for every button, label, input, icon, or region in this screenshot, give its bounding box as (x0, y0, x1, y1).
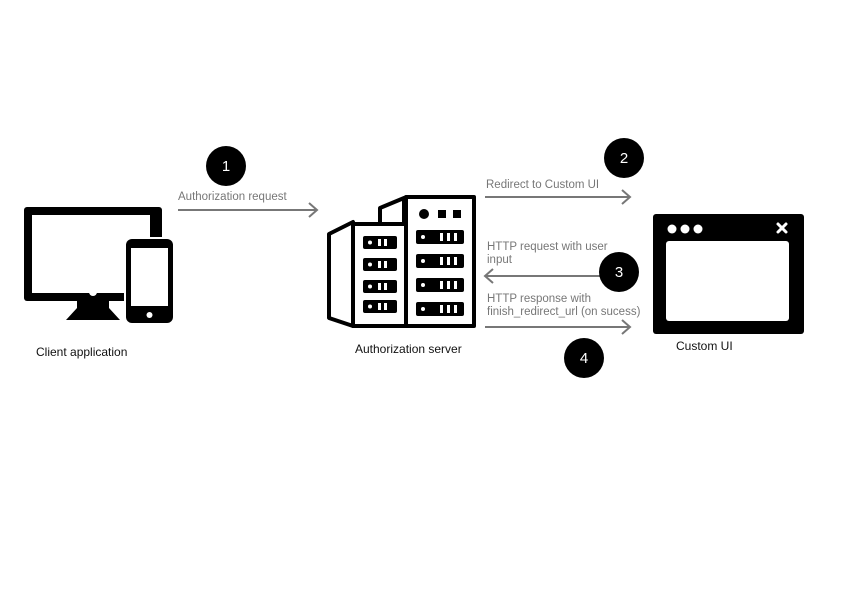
step-4-badge: 4 (564, 338, 604, 378)
server-building-icon (327, 195, 476, 328)
browser-window-icon (653, 214, 804, 334)
step-3-badge: 3 (599, 252, 639, 292)
arrow-step-4 (485, 319, 632, 335)
step-1-label: Authorization request (178, 191, 287, 203)
desktop-mobile-icon (24, 207, 174, 323)
step-3-label-line2: input (487, 254, 512, 266)
step-2-badge: 2 (604, 138, 644, 178)
client-application-label: Client application (36, 345, 128, 359)
step-1-badge: 1 (206, 146, 246, 186)
arrow-step-1 (178, 202, 319, 218)
step-3-label: HTTP request with user input (487, 241, 608, 267)
authorization-server-label: Authorization server (355, 342, 462, 356)
step-3-label-line1: HTTP request with user (487, 241, 608, 253)
step-2-label: Redirect to Custom UI (486, 179, 600, 191)
arrow-step-2 (485, 189, 632, 205)
custom-ui-label: Custom UI (676, 339, 733, 353)
step-4-label: HTTP response with finish_redirect_url (… (487, 293, 640, 319)
step-4-label-line2: finish_redirect_url (on sucess) (487, 306, 641, 318)
step-4-label-line1: HTTP response with (487, 293, 591, 305)
arrow-step-3 (483, 268, 600, 284)
